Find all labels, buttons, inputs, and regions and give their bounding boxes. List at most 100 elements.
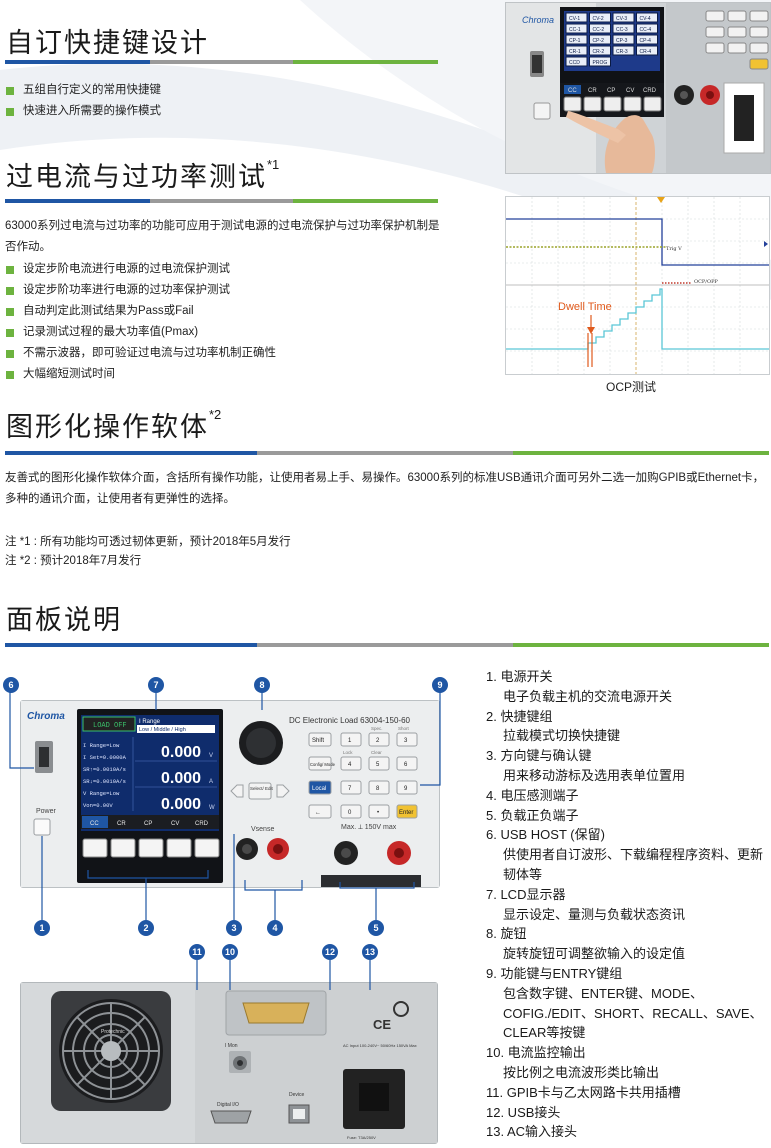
- panel-list-item: 5. 负载正负端子: [486, 806, 768, 826]
- shortcut-key: [612, 12, 635, 23]
- shortcut-key-label: CC-4: [640, 27, 652, 33]
- gui-text: 友善式的图形化操作软体介面，含括所有操作功能，让使用者易上手、易操作。63000…: [5, 472, 765, 505]
- panel-list-item: 3. 方向键与确认键用来移动游标及选用表单位置用: [486, 746, 768, 786]
- lcd-unit: V: [209, 753, 213, 759]
- shortcut-key: [565, 45, 588, 56]
- shortcut-key: [589, 45, 611, 56]
- select-edit-button[interactable]: [248, 782, 272, 800]
- shortcut-key-label: CC-2: [593, 27, 605, 33]
- shortcut-key-label: CC-3: [616, 27, 628, 33]
- photo-mode-cc: CC: [568, 88, 577, 94]
- panel-list-item: 11. GPIB卡与乙太网路卡共用插槽: [486, 1083, 768, 1103]
- load-terminal-label: Max. ⟂ 150V max: [341, 824, 397, 831]
- ocp-bullet: 记录测试过程的最大功率值(Pmax): [4, 322, 276, 343]
- ocp-scope: Trig V OCP/OPP Dwell Time: [505, 196, 770, 375]
- callout-8: 8: [254, 677, 270, 693]
- key-7: 7: [348, 786, 352, 792]
- ocp-bullet: 设定步阶功率进行电源的过功率保护测试: [4, 280, 276, 301]
- shortcut-key-label: CP-1: [569, 38, 581, 44]
- digital-io-connector: [210, 1110, 252, 1124]
- shortcut-key-label: CV-4: [640, 16, 651, 22]
- key-4: 4: [348, 762, 352, 768]
- gui-title-bar: [5, 451, 769, 455]
- lcd-range-options: Low / Middle / High: [139, 727, 186, 733]
- shortcut-key: [589, 23, 611, 34]
- shortcut-key: [565, 12, 588, 23]
- panel-item-desc: 电子负载主机的交流电源开关: [503, 688, 673, 704]
- key-clear-label: Clear: [371, 750, 382, 755]
- callout-9: 9: [432, 677, 448, 693]
- lcd-range-header: I Range: [139, 719, 161, 725]
- shortcut-key-label: CC-1: [569, 27, 581, 33]
- fan-brand: Protechnic: [101, 1029, 125, 1035]
- scope-ocp-label: OCP/OPP: [694, 279, 718, 285]
- ocp-chart-caption: OCP测试: [606, 380, 657, 394]
- panel-item-title: 6. USB HOST (保留): [486, 827, 605, 843]
- lcd-value-voltage: 0.000: [161, 744, 201, 761]
- lcd-mode-cp: CP: [144, 821, 152, 827]
- power-switch[interactable]: [33, 818, 51, 836]
- ocp-title-bar: [5, 199, 438, 203]
- callout-11: 11: [189, 944, 205, 960]
- panel-list-item: 9. 功能键与ENTRY键组包含数字键、ENTER键、MODE、COFIG./E…: [486, 964, 768, 1043]
- panel-item-title: 3. 方向键与确认键: [486, 748, 592, 764]
- cert-mark-icon: [393, 1001, 409, 1017]
- key-shift: Shift: [312, 738, 324, 744]
- shortcut-key-label: CV-1: [569, 16, 580, 22]
- key-3: 3: [404, 738, 408, 744]
- shortcut-key: [565, 34, 588, 45]
- panel-item-title: 9. 功能键与ENTRY键组: [486, 965, 623, 981]
- key-enter: Enter: [399, 810, 413, 816]
- panel-item-desc: 用来移动游标及选用表单位置用: [503, 767, 686, 783]
- softkey-crd[interactable]: [194, 838, 220, 858]
- ocp-bullets: 设定步阶电流进行电源的过电流保护测试 设定步阶功率进行电源的过功率保护测试 自动…: [4, 259, 276, 385]
- hotkey-bullet: 五组自行定义的常用快捷键: [4, 80, 161, 101]
- panel-title: 面板说明: [6, 605, 122, 635]
- softkey-cr[interactable]: [110, 838, 136, 858]
- softkey-cv[interactable]: [166, 838, 192, 858]
- callout-13: 13: [362, 944, 378, 960]
- panel-list-item: 1. 电源开关电子负载主机的交流电源开关: [486, 667, 768, 707]
- lcd-readout: SR↓=0.0010A/s: [83, 778, 126, 785]
- shortcut-key: [565, 56, 588, 67]
- key-6: 6: [404, 762, 408, 768]
- ce-mark-icon: CE: [373, 1017, 391, 1032]
- shortcut-key: [565, 23, 588, 34]
- key-spec-label: Spec.: [371, 726, 383, 731]
- hotkey-bullets: 五组自行定义的常用快捷键 快速进入所需要的操作模式: [4, 80, 161, 122]
- panel-list-item: 13. AC输入接头: [486, 1122, 768, 1142]
- lcd-value-power: 0.000: [161, 796, 201, 813]
- shortcut-key-label: CR-3: [616, 49, 628, 55]
- softkey-cp[interactable]: [138, 838, 164, 858]
- panel-list-item: 4. 电压感测端子: [486, 786, 768, 806]
- key-short-label: Short: [398, 726, 410, 731]
- ocp-bullet: 大幅缩短测试时间: [4, 364, 276, 385]
- key-config: Config/ Mode: [310, 762, 336, 767]
- shortcut-key-label: CR-1: [569, 49, 581, 55]
- shortcut-key: [636, 23, 658, 34]
- panel-list-item: 2. 快捷键组拉载模式切换快捷键: [486, 707, 768, 747]
- ocp-title-text: 过电流与过功率测试: [6, 162, 267, 192]
- shortcut-key: [612, 23, 635, 34]
- panel-item-title: 8. 旋钮: [486, 926, 527, 942]
- photo-mode-cp: CP: [607, 88, 615, 94]
- softkey-cc[interactable]: [82, 838, 108, 858]
- rear-device-label: Device: [289, 1092, 305, 1098]
- hotkey-title: 自订快捷键设计: [6, 28, 209, 58]
- rear-digital-io-label: Digital I/O: [217, 1102, 239, 1108]
- panel-list-item: 7. LCD显示器显示设定、量测与负载状态资讯: [486, 885, 768, 925]
- arrow-left-button[interactable]: [230, 784, 244, 798]
- shortcut-key: [636, 12, 658, 23]
- lcd-unit: A: [209, 779, 213, 785]
- arrow-right-button[interactable]: [276, 784, 290, 798]
- scope-dwell-label: Dwell Time: [558, 301, 612, 313]
- panel-item-desc: 按比例之电流波形类比输出: [503, 1064, 660, 1080]
- key-5: 5: [376, 762, 380, 768]
- gui-title: 图形化操作软体*2: [6, 405, 221, 444]
- panel-item-title: 1. 电源开关: [486, 669, 553, 684]
- shortcut-key-label: CP-2: [593, 38, 605, 44]
- scope-trig-label: Trig V: [666, 246, 682, 252]
- shortcut-key-label: CR-2: [593, 49, 605, 55]
- panel-list-item: 12. USB接头: [486, 1103, 768, 1123]
